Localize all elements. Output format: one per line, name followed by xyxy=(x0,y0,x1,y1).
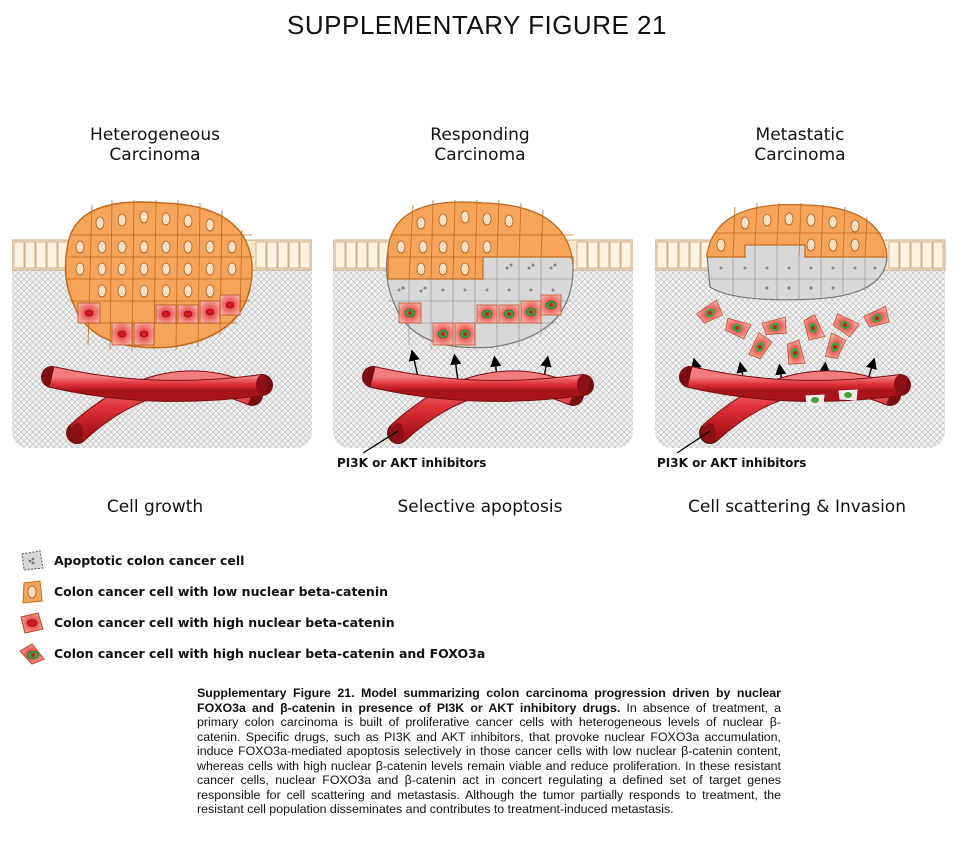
panel-title-line1: Responding xyxy=(430,125,530,145)
drug-pointer-line xyxy=(676,430,711,454)
tumor-mass xyxy=(64,201,253,349)
figure-caption-bold: Supplementary Figure 21. Model summarizi… xyxy=(197,686,781,715)
apoptotic-fragments xyxy=(719,266,877,290)
panel-caption-apoptosis: Selective apoptosis xyxy=(397,497,563,517)
legend: Apoptotic colon cancer cell Colon cancer… xyxy=(18,545,485,669)
surviving-low-cells xyxy=(387,201,574,280)
legend-item-apoptotic: Apoptotic colon cancer cell xyxy=(18,545,485,576)
panel-title-metastatic: Metastatic Carcinoma xyxy=(675,125,925,165)
legend-label: Apoptotic colon cancer cell xyxy=(54,553,245,568)
apoptotic-fragments xyxy=(397,263,557,293)
legend-label: Colon cancer cell with high nuclear beta… xyxy=(54,646,486,661)
panel-caption-invasion: Cell scattering & Invasion xyxy=(688,497,906,517)
apoptotic-borders xyxy=(707,245,885,299)
surviving-low-cells xyxy=(706,203,888,258)
tumor-nuclei xyxy=(716,212,860,252)
panel-heterogeneous-diagram xyxy=(12,199,312,448)
panel-title-line1: Metastatic xyxy=(755,125,845,145)
epithelial-cells xyxy=(334,241,632,269)
high-beta-catenin-cell-icon xyxy=(20,611,44,634)
tumor-nuclei xyxy=(396,210,514,276)
panel-title-line2: Carcinoma xyxy=(109,145,201,165)
legend-item-foxo3a: Colon cancer cell with high nuclear beta… xyxy=(18,638,485,669)
drug-pointer-line xyxy=(362,430,399,454)
blood-vessels xyxy=(41,366,273,444)
foxo3a-cells xyxy=(398,294,562,346)
legend-item-high: Colon cancer cell with high nuclear beta… xyxy=(18,607,485,638)
apoptotic-borders xyxy=(388,257,573,350)
scattered-foxo3a-cells xyxy=(696,299,890,365)
tumor-nuclei xyxy=(75,210,237,298)
drug-label-metastatic: PI3K or AKT inhibitors xyxy=(657,456,807,470)
legend-label: Colon cancer cell with high nuclear beta… xyxy=(54,615,395,630)
foxo3a-cell-icon xyxy=(19,642,45,665)
panel-title-heterogeneous: Heterogeneous Carcinoma xyxy=(30,125,280,165)
blood-vessels xyxy=(362,366,594,444)
blood-vessels xyxy=(679,366,911,444)
figure-caption: Supplementary Figure 21. Model summarizi… xyxy=(197,686,781,817)
epithelial-cells xyxy=(656,241,944,269)
tumor-cell-borders xyxy=(715,202,883,258)
legend-label: Colon cancer cell with low nuclear beta-… xyxy=(54,584,388,599)
figure-title: SUPPLEMENTARY FIGURE 21 xyxy=(287,10,667,40)
figure-caption-body: In absence of treatment, a primary colon… xyxy=(197,700,781,817)
apoptotic-cell-icon xyxy=(21,549,44,571)
tumor-cell-borders xyxy=(388,199,573,280)
panel-metastatic-diagram xyxy=(655,202,946,454)
panel-title-line2: Carcinoma xyxy=(754,145,846,165)
legend-item-low: Colon cancer cell with low nuclear beta-… xyxy=(18,576,485,607)
drug-label-responding: PI3K or AKT inhibitors xyxy=(337,456,487,470)
panel-title-line1: Heterogeneous xyxy=(90,125,220,145)
panel-caption-growth: Cell growth xyxy=(106,497,204,517)
high-beta-catenin-cells xyxy=(77,294,241,346)
low-beta-catenin-cell-icon xyxy=(22,579,43,604)
epithelial-cells xyxy=(13,241,311,269)
tumor-cell-borders xyxy=(67,199,254,351)
panel-responding-diagram xyxy=(333,199,633,454)
panel-title-line2: Carcinoma xyxy=(434,145,526,165)
panel-title-responding: Responding Carcinoma xyxy=(355,125,605,165)
